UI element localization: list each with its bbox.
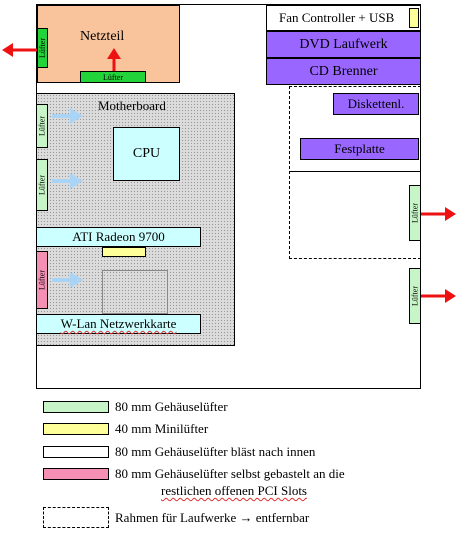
cd-burner: CD Brenner bbox=[266, 58, 421, 85]
power-supply-label: Netzteil bbox=[80, 29, 125, 44]
front-fan-middle: Lüfter bbox=[36, 159, 48, 211]
wlan-card-label: W-Lan Netzwerkkarte bbox=[60, 316, 177, 331]
rear-fan-upper: Lüfter bbox=[409, 185, 421, 241]
hard-drive: Festplatte bbox=[300, 138, 419, 160]
fan-label: Lüfter bbox=[38, 38, 47, 58]
hard-drive-label: Festplatte bbox=[334, 141, 385, 156]
cd-burner-label: CD Brenner bbox=[309, 63, 378, 79]
legend-dashed-swatch bbox=[43, 507, 109, 528]
graphics-card: ATI Radeon 9700 bbox=[36, 227, 201, 247]
legend-white-swatch bbox=[43, 446, 109, 458]
fan-controller-label: Fan Controller + USB bbox=[279, 10, 395, 25]
intake-arrow-icon bbox=[52, 173, 83, 189]
exhaust-arrow-left-icon bbox=[2, 43, 40, 57]
intake-arrow-icon bbox=[52, 272, 83, 288]
fan-label: Lüfter bbox=[410, 203, 420, 223]
exhaust-arrow-right-icon bbox=[421, 289, 456, 303]
legend-item-frame: Rahmen für Laufwerke → entfernbar bbox=[115, 510, 310, 525]
drive-frame bbox=[289, 86, 421, 259]
legend-pink-swatch bbox=[43, 468, 109, 480]
gpu-minifan bbox=[102, 247, 146, 257]
fan-label: Lüfter bbox=[37, 116, 47, 136]
dvd-drive: DVD Laufwerk bbox=[266, 31, 421, 58]
exhaust-arrow-right-icon bbox=[421, 207, 456, 221]
fan-label: Lüfter bbox=[103, 72, 123, 82]
psu-side-fan: Lüfter bbox=[37, 28, 48, 68]
fan-label: Lüfter bbox=[410, 286, 420, 306]
motherboard-label: Motherboard bbox=[98, 98, 166, 113]
cpu-label: CPU bbox=[132, 146, 161, 161]
power-supply bbox=[37, 5, 180, 83]
floppy-drive-label: Diskettenl. bbox=[347, 96, 405, 111]
fan-controller-minifan bbox=[409, 8, 419, 28]
legend-green-swatch bbox=[43, 401, 109, 413]
drive-frame-divider bbox=[289, 171, 421, 172]
legend-item-pci-fan: 80 mm Gehäuselüfter selbst gebastelt an … bbox=[115, 466, 345, 481]
floppy-drive: Diskettenl. bbox=[333, 93, 419, 115]
legend-item-40mm: 40 mm Minilüfter bbox=[115, 421, 209, 436]
intake-arrow-icon bbox=[52, 108, 83, 124]
fan-controller-usb: Fan Controller + USB bbox=[266, 5, 421, 31]
wlan-card: W-Lan Netzwerkkarte bbox=[36, 314, 201, 334]
legend-item-80mm: 80 mm Gehäuselüfter bbox=[115, 399, 228, 414]
fan-label: Lüfter bbox=[37, 175, 47, 195]
legend-yellow-swatch bbox=[43, 423, 109, 435]
legend-item-intake: 80 mm Gehäuselüfter bläst nach innen bbox=[115, 444, 316, 459]
rear-fan-lower: Lüfter bbox=[409, 268, 421, 324]
dvd-drive-label: DVD Laufwerk bbox=[299, 36, 388, 52]
graphics-card-label: ATI Radeon 9700 bbox=[72, 229, 165, 244]
pci-slot-fan: Lüfter bbox=[36, 251, 48, 309]
cpu: CPU bbox=[113, 127, 180, 181]
psu-bottom-fan: Lüfter bbox=[80, 71, 146, 83]
fan-label: Lüfter bbox=[37, 270, 47, 290]
front-fan-upper: Lüfter bbox=[36, 104, 48, 148]
legend-item-pci-fan-line2: restlichen offenen PCI Slots bbox=[161, 483, 307, 498]
empty-slot-area bbox=[102, 270, 168, 314]
